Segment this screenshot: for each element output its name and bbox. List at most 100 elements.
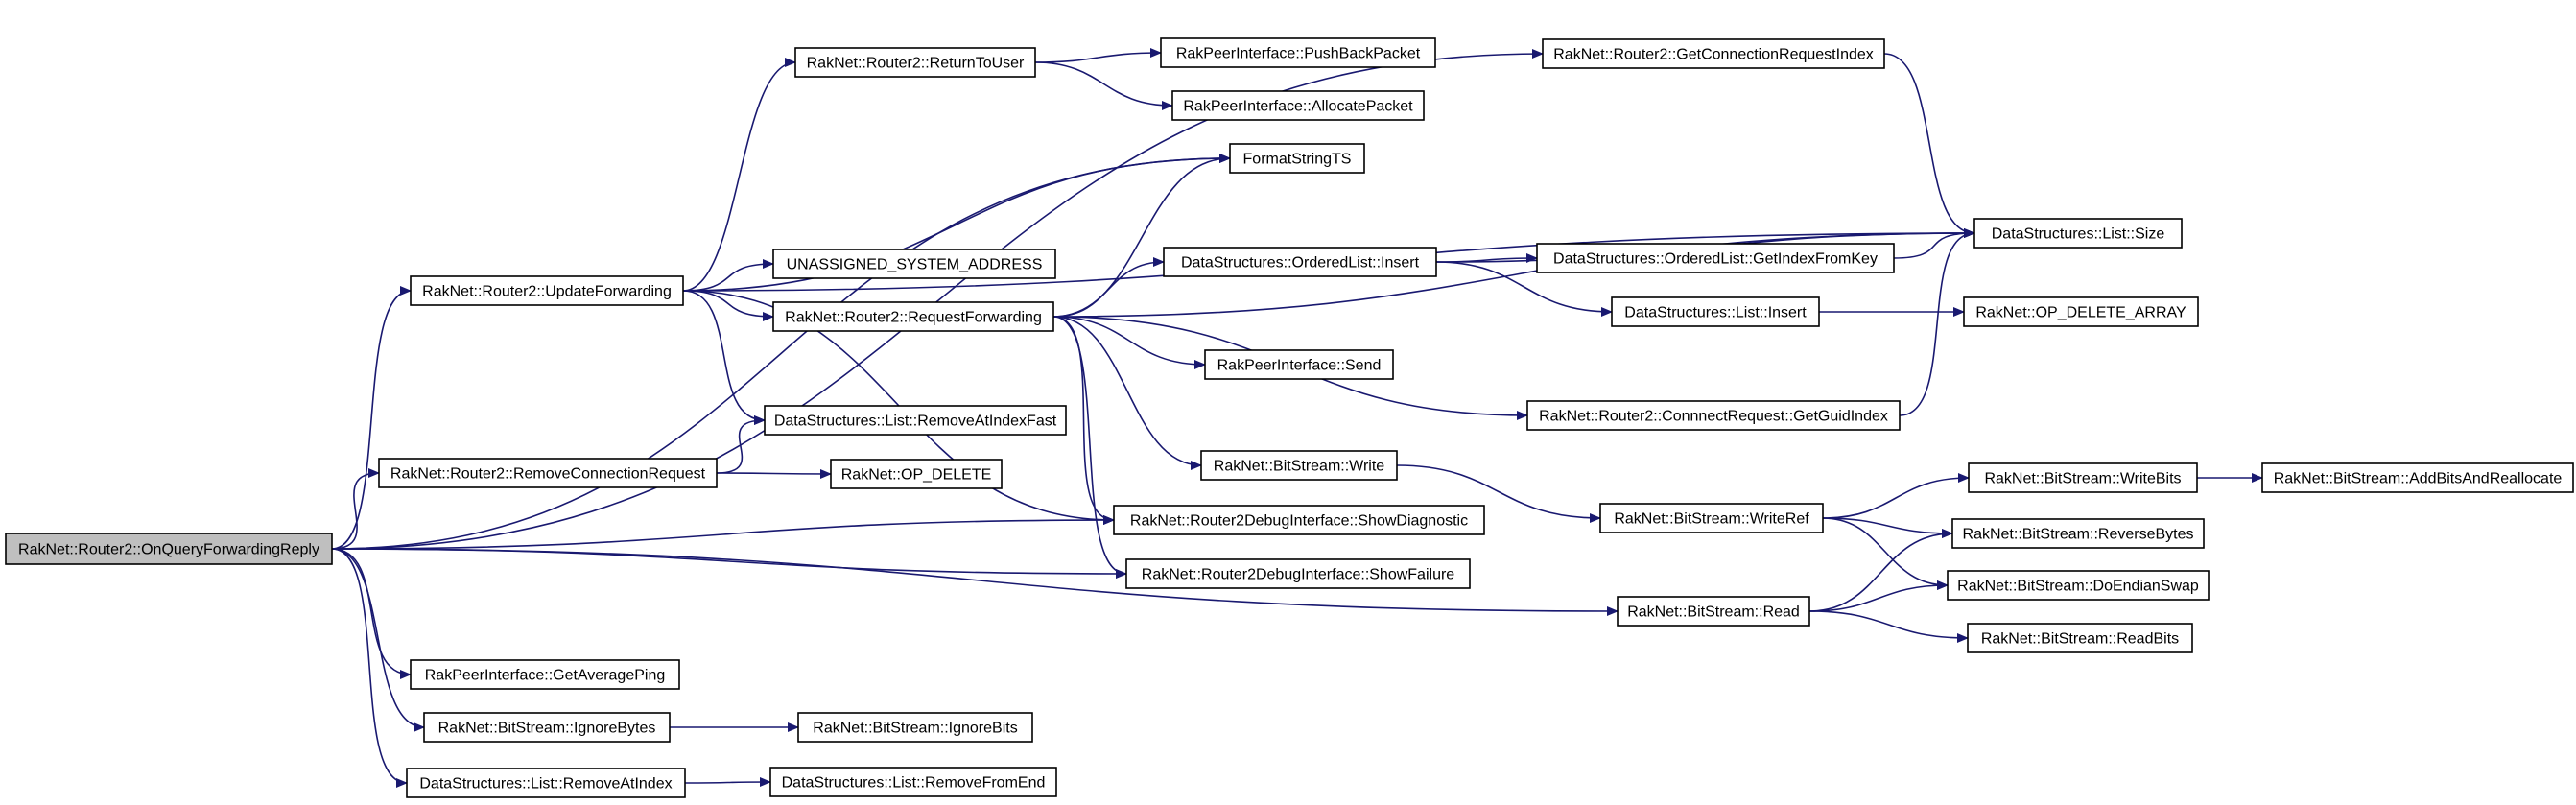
node-box [830,459,1003,489]
node-label: RakPeerInterface::GetAveragePing [425,668,666,684]
node-box [1171,90,1425,121]
edge-removeAt-to-removeEnd [684,777,771,788]
node-label: RakPeerInterface::PushBackPacket [1176,46,1421,62]
node-box [1611,296,1820,327]
node-box [1200,450,1398,481]
node-label: RakNet::BitStream::AddBitsAndReallocate [2274,471,2563,487]
edge-getConnIdx-to-listSize [1883,53,1975,238]
edge-bsRead-to-endianSwap [1808,580,1949,612]
edge-olGetIdx-to-listSize [1893,228,1975,259]
edge-root-to-showFail [331,548,1127,579]
node-label: RakNet::BitStream::WriteRef [1614,511,1809,528]
node-listSize[interactable]: DataStructures::List::Size [1973,218,2183,249]
edge-root-to-bsRead [331,548,1619,616]
node-box [378,458,718,488]
node-label: RakNet::Router2DebugInterface::ShowFailu… [1142,567,1454,583]
node-box [1599,503,1824,533]
node-label: FormatStringTS [1243,152,1352,168]
node-updateFwd[interactable]: RakNet::Router2::UpdateForwarding [410,275,684,306]
node-box [1542,38,1885,69]
node-reverseBytes[interactable]: RakNet::BitStream::ReverseBytes [1951,518,2205,549]
nodes-layer: RakNet::Router2::OnQueryForwardingReplyR… [5,37,2574,798]
node-removeConn[interactable]: RakNet::Router2::RemoveConnectionRequest [378,458,718,488]
node-send[interactable]: RakPeerInterface::Send [1204,349,1394,380]
node-box [1160,37,1436,68]
node-opDelete[interactable]: RakNet::OP_DELETE [830,459,1003,489]
edge-updateFwd-to-formatTS [682,154,1231,292]
node-reqFwd[interactable]: RakNet::Router2::RequestForwarding [772,301,1054,332]
edge-reqFwd-to-showFail [1052,316,1127,579]
node-label: RakNet::BitStream::IgnoreBytes [438,721,656,737]
node-label: RakNet::Router2::RequestForwarding [785,310,1042,326]
node-showDiag[interactable]: RakNet::Router2DebugInterface::ShowDiagn… [1113,505,1485,535]
edge-updateFwd-to-unassigned [682,259,774,292]
edge-olInsert-to-listInsert [1435,261,1613,317]
node-listInsert[interactable]: DataStructures::List::Insert [1611,296,1820,327]
edge-root-to-avgPing [331,548,412,679]
node-root[interactable]: RakNet::Router2::OnQueryForwardingReply [5,533,333,565]
node-removeEnd[interactable]: DataStructures::List::RemoveFromEnd [769,767,1057,797]
node-guidIdx[interactable]: RakNet::Router2::ConnnectRequest::GetGui… [1526,400,1901,431]
node-label: DataStructures::List::Size [1992,226,2165,243]
node-removeAt[interactable]: DataStructures::List::RemoveAtIndex [406,768,686,798]
node-box [1229,143,1365,174]
node-box [1125,558,1471,589]
node-addBits[interactable]: RakNet::BitStream::AddBitsAndReallocate [2261,462,2574,493]
node-box [423,712,671,743]
edge-writeRef-to-writeBits [1822,473,1970,519]
node-label: DataStructures::List::RemoveAtIndex [419,776,672,793]
edge-bsWrite-to-writeRef [1396,464,1601,523]
edge-bsRead-to-reverseBytes [1808,529,1953,612]
edge-root-to-updateFwd [331,286,412,550]
node-removeFast[interactable]: DataStructures::List::RemoveAtIndexFast [764,405,1067,436]
node-opDelArr[interactable]: RakNet::OP_DELETE_ARRAY [1963,296,2199,327]
node-ignoreBytes[interactable]: RakNet::BitStream::IgnoreBytes [423,712,671,743]
edge-root-to-ignoreBytes [331,548,425,732]
node-allocPacket[interactable]: RakPeerInterface::AllocatePacket [1171,90,1425,121]
node-box [1617,596,1810,627]
node-returnToUser[interactable]: RakNet::Router2::ReturnToUser [794,47,1036,78]
node-avgPing[interactable]: RakPeerInterface::GetAveragePing [410,659,680,690]
edge-writeRef-to-endianSwap [1822,517,1949,590]
node-box [764,405,1067,436]
node-box [1973,218,2183,249]
node-writeBits[interactable]: RakNet::BitStream::WriteBits [1968,462,2198,493]
node-olGetIdx[interactable]: DataStructures::OrderedList::GetIndexFro… [1536,243,1895,273]
node-box [1951,518,2205,549]
node-label: RakNet::BitStream::WriteBits [1984,471,2181,487]
edge-updateFwd-to-removeFast [682,290,766,425]
node-label: RakNet::Router2::RemoveConnectionRequest [390,466,706,483]
node-box [797,712,1033,743]
node-label: RakNet::OP_DELETE [841,467,992,484]
node-formatTS[interactable]: FormatStringTS [1229,143,1365,174]
node-pushBack[interactable]: RakPeerInterface::PushBackPacket [1160,37,1436,68]
edge-reqFwd-to-send [1052,316,1206,369]
node-label: RakNet::Router2::OnQueryForwardingReply [18,542,319,558]
node-label: RakNet::Router2::ReturnToUser [807,56,1025,72]
node-box [769,767,1057,797]
node-box [2261,462,2574,493]
node-box [1163,247,1437,277]
node-bsRead[interactable]: RakNet::BitStream::Read [1617,596,1810,627]
node-ignoreBits[interactable]: RakNet::BitStream::IgnoreBits [797,712,1033,743]
edge-root-to-getConnIdx [331,49,1544,550]
node-unassigned[interactable]: UNASSIGNED_SYSTEM_ADDRESS [772,249,1056,279]
node-getConnIdx[interactable]: RakNet::Router2::GetConnectionRequestInd… [1542,38,1885,69]
node-box [772,249,1056,279]
node-box [1113,505,1485,535]
node-bsWrite[interactable]: RakNet::BitStream::Write [1200,450,1398,481]
node-olInsert[interactable]: DataStructures::OrderedList::Insert [1163,247,1437,277]
edge-reqFwd-to-bsWrite [1052,316,1202,470]
node-label: UNASSIGNED_SYSTEM_ADDRESS [787,257,1043,273]
node-box [1963,296,2199,327]
node-writeRef[interactable]: RakNet::BitStream::WriteRef [1599,503,1824,533]
node-label: DataStructures::List::Insert [1624,305,1807,321]
node-label: RakPeerInterface::AllocatePacket [1183,99,1413,115]
node-label: RakNet::BitStream::Read [1627,604,1800,621]
node-readBits[interactable]: RakNet::BitStream::ReadBits [1967,623,2193,653]
node-endianSwap[interactable]: RakNet::BitStream::DoEndianSwap [1947,570,2210,601]
node-showFail[interactable]: RakNet::Router2DebugInterface::ShowFailu… [1125,558,1471,589]
edge-updateFwd-to-returnToUser [682,58,796,292]
node-box [1967,623,2193,653]
edge-root-to-removeAt [331,548,408,788]
